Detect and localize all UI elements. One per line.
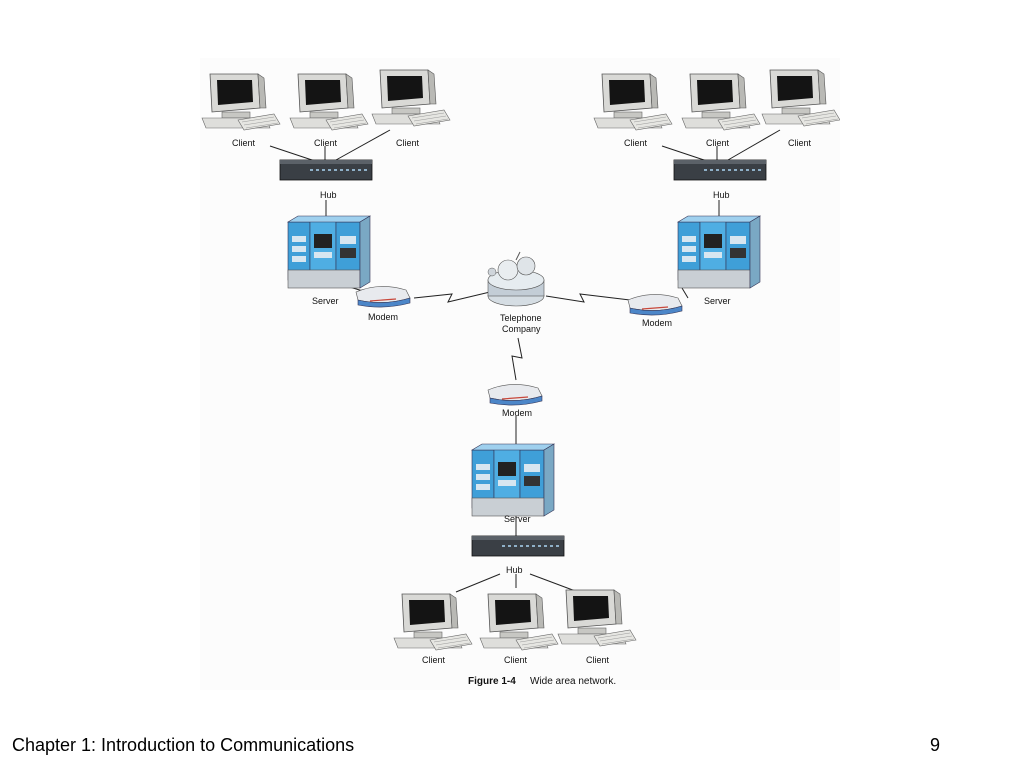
client-computer-icon [201,73,281,131]
client-computer-icon [681,73,761,131]
client-label: Client [624,138,648,148]
client-label: Client [504,655,528,665]
client-label: Client [586,655,610,665]
link-client-hub [661,145,711,163]
client-label: Client [232,138,256,148]
hub-label: Hub [713,190,730,200]
hub-icon [471,535,565,557]
hub-label: Hub [506,565,523,575]
hub-icon [279,159,373,181]
client-label: Client [314,138,338,148]
modem-label: Modem [502,408,532,418]
link-client-hub [269,145,319,163]
client-label: Client [422,655,446,665]
client-label: Client [706,138,730,148]
hub-icon [673,159,767,181]
modem-label: Modem [642,318,672,328]
link-hub-client [529,573,579,593]
client-label: Client [788,138,812,148]
server-icon [677,215,761,289]
client-computer-icon [393,593,473,651]
modem-icon [487,383,543,406]
link-hub-client [455,573,501,593]
link-client-hub [727,129,781,161]
figure-caption-label: Figure 1-4 [468,676,516,687]
network-links [269,129,781,593]
telephone-company-label-line1: Telephone [500,313,542,323]
network-figure: Client Client Client Hub Server Modem Cl… [200,58,840,690]
figure-caption-text: Wide area network. [530,676,616,687]
phone-line-left [413,291,491,303]
telephone-company-label-line2: Company [502,324,541,334]
link-server-modem [681,287,689,299]
client-label: Client [396,138,420,148]
hub-label: Hub [320,190,337,200]
client-computer-icon [593,73,673,131]
server-label: Server [704,296,731,306]
phone-line-right [545,293,631,303]
client-computer-icon [479,593,559,651]
modem-icon [355,285,411,308]
modem-label: Modem [368,312,398,322]
server-icon [471,443,555,517]
modem-icon [627,293,683,316]
phone-line-bottom [511,337,523,381]
footer-page-number: 9 [930,735,941,755]
wan-diagram: Client Client Client Hub Server Modem Cl… [201,69,840,687]
client-computer-icon [289,73,369,131]
server-icon [287,215,371,289]
server-label: Server [312,296,339,306]
server-label: Server [504,514,531,524]
client-computer-icon [761,69,840,127]
footer-chapter-title: Chapter 1: Introduction to Communication… [12,735,355,755]
client-computer-icon [371,69,451,127]
telephone-company-icon [487,251,545,307]
link-client-hub [335,129,391,161]
client-computer-icon [557,589,637,647]
